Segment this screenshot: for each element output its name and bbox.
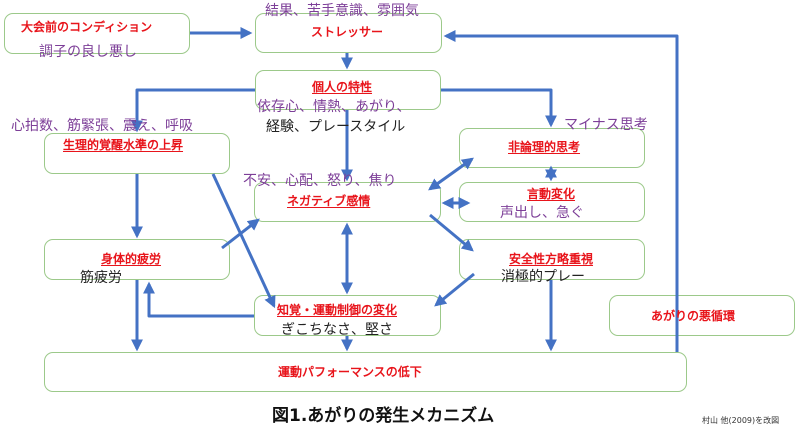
arrow-fatigue-to-emotion xyxy=(221,218,260,250)
vicious-cycle-box xyxy=(609,295,795,336)
arrow-emotion-irrational xyxy=(428,157,474,191)
pre-condition-detail: 調子の良し悪し xyxy=(39,44,137,60)
stressor-box xyxy=(255,13,442,53)
figure-caption: 図1.あがりの発生メカニズム xyxy=(272,406,495,426)
safety-strategy-box xyxy=(459,239,645,280)
perception-motor-detail: ぎこちなさ、堅さ xyxy=(281,322,393,338)
perception-motor-title: 知覚・運動制御の変化 xyxy=(277,303,398,317)
personal-traits-detail-1: 依存心、情熱、あがり、 xyxy=(257,99,411,115)
arrow-traits-to-arousal xyxy=(131,88,255,133)
physical-fatigue-box xyxy=(44,239,230,280)
negative-emotion-annotation: 不安、心配、怒り、焦り xyxy=(243,173,397,189)
negative-emotion-box xyxy=(254,182,441,222)
performance-decline-box xyxy=(44,352,687,392)
pre-condition-box xyxy=(4,13,190,54)
speech-change-detail: 声出し、急ぐ xyxy=(500,205,584,221)
physiological-arousal-box xyxy=(44,133,230,174)
personal-traits-box xyxy=(255,70,441,110)
physiological-arousal-title: 生理的覚醒水準の上昇 xyxy=(63,138,184,152)
arrow-perception-to-fatigue xyxy=(143,281,254,318)
stressor-title: ストレッサー xyxy=(311,25,384,39)
arrow-emotion-to-safety xyxy=(429,213,474,252)
source-credit: 村山 他(2009)を改図 xyxy=(702,416,780,425)
physical-fatigue-title: 身体的疲労 xyxy=(101,252,162,266)
arrow-traits-to-irrational xyxy=(441,88,557,128)
performance-decline-title: 運動パフォーマンスの低下 xyxy=(278,365,422,379)
physical-fatigue-detail: 筋疲労 xyxy=(80,270,122,286)
arrow-cycle-to-stressor xyxy=(443,30,679,352)
speech-change-title: 言動変化 xyxy=(527,187,576,201)
arrow-safety-to-perception xyxy=(434,272,475,307)
irrational-thinking-annotation: マイナス思考 xyxy=(564,117,648,133)
vicious-cycle-title: あがりの悪循環 xyxy=(651,309,736,323)
negative-emotion-title: ネガティブ感情 xyxy=(287,194,371,208)
perception-motor-box xyxy=(254,295,441,336)
arrow-arousal-to-perception xyxy=(211,173,276,309)
personal-traits-detail-2: 経験、プレースタイル xyxy=(266,119,406,135)
safety-strategy-title: 安全性方略重視 xyxy=(509,252,594,266)
safety-strategy-detail: 消極的プレー xyxy=(501,269,585,285)
irrational-thinking-title: 非論理的思考 xyxy=(508,140,581,154)
pre-condition-title: 大会前のコンディション xyxy=(21,20,153,34)
physiological-arousal-annotation: 心拍数、筋緊張、震え、呼吸 xyxy=(11,118,193,134)
stressor-annotation: 結果、苦手意識、雰囲気 xyxy=(265,3,419,19)
personal-traits-title: 個人の特性 xyxy=(312,80,373,94)
